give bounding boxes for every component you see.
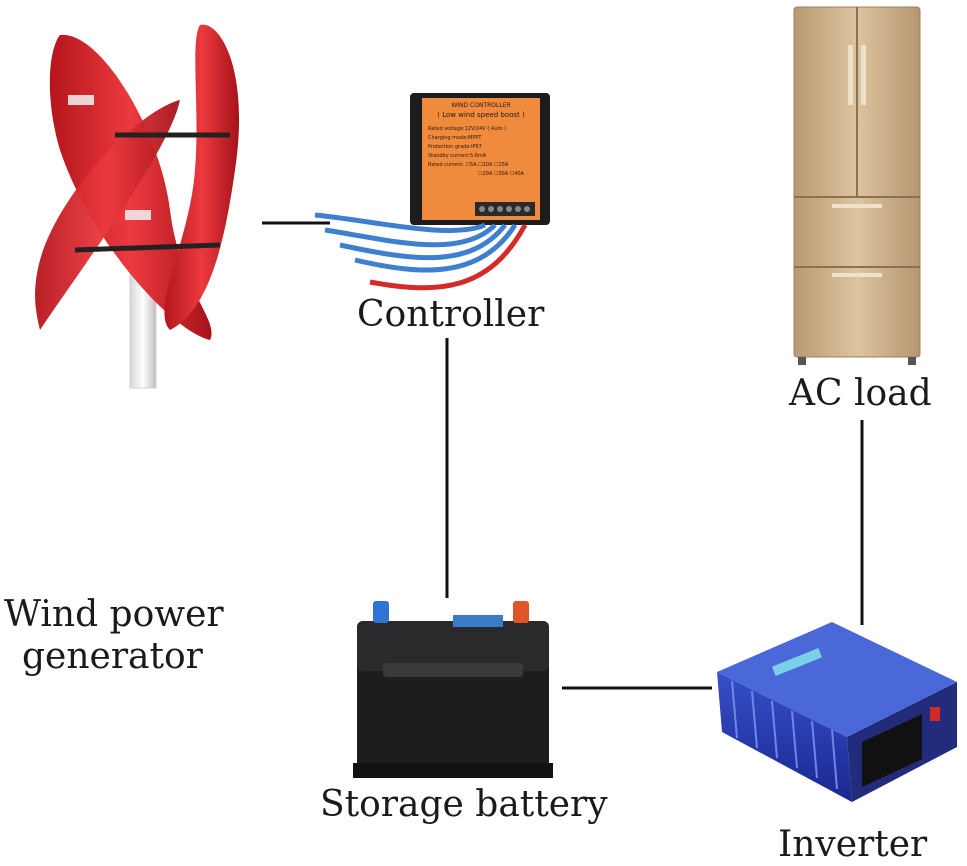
controller-plate-line-1: Rated voltage:12V/24V ( Auto ) bbox=[428, 126, 506, 132]
controller-plate-line-6: ☐20A ☐30A ☐40A bbox=[478, 171, 525, 177]
controller-plate-line-5: Rated current: ☐5A ☐10A ☐15A bbox=[428, 162, 509, 168]
controller-plate-line-3: Protection grade:IP67 bbox=[428, 144, 482, 150]
wind-generator-label-line2: generator bbox=[22, 636, 203, 677]
wind-generator-label-line1: Wind power bbox=[4, 594, 224, 635]
controller-plate-subtitle: ( Low wind speed boost ) bbox=[437, 111, 525, 119]
fridge-image bbox=[793, 6, 921, 365]
controller-plate-line-2: Charging mode:MPPT bbox=[428, 135, 482, 141]
storage-battery-label: Storage battery bbox=[320, 784, 608, 825]
controller-image: WIND CONTROLLER ( Low wind speed boost )… bbox=[314, 93, 550, 291]
wind-turbine-image bbox=[35, 24, 240, 389]
controller-label: Controller bbox=[357, 294, 545, 335]
battery-image bbox=[353, 601, 553, 778]
controller-plate-title: WIND CONTROLLER bbox=[451, 102, 510, 109]
inverter-image bbox=[717, 622, 957, 802]
ac-load-label: AC load bbox=[789, 373, 932, 414]
inverter-label: Inverter bbox=[778, 824, 928, 865]
controller-plate-line-4: Standby current:5.6mA bbox=[428, 153, 487, 159]
